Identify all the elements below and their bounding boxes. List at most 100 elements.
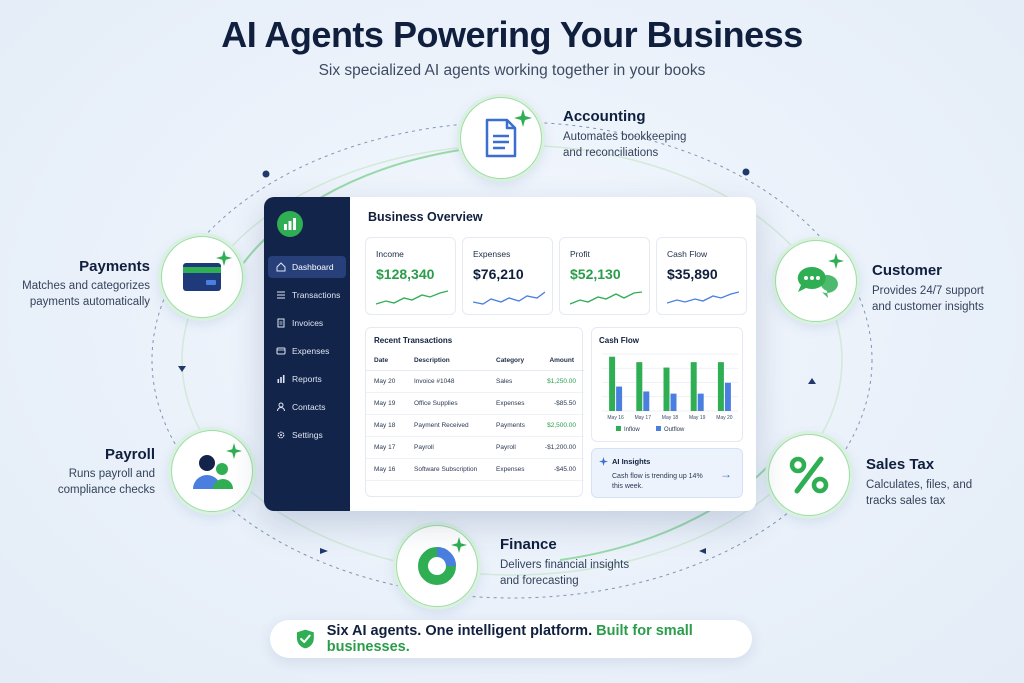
sidebar-item-transactions[interactable]: Transactions bbox=[268, 284, 346, 306]
cash-flow-card: Cash Flow May 16 May 17 May 18 May 19 May 20… bbox=[591, 327, 743, 442]
ai-insights-card[interactable]: AI Insights Cash flow is trending up 14%… bbox=[591, 448, 743, 498]
transactions-title: Recent Transactions bbox=[374, 336, 453, 345]
column-header-category: Category bbox=[496, 357, 525, 364]
payroll-desc-line2: compliance checks bbox=[57, 484, 155, 496]
kpi-card-expenses[interactable]: Expenses $76,210 bbox=[462, 237, 553, 315]
column-header-amount: Amount bbox=[549, 357, 574, 364]
sales-tax-desc-line1: Calculates, files, and bbox=[866, 479, 973, 491]
finance-desc-line1: Delivers financial insights bbox=[500, 559, 630, 571]
legend-label: Outflow bbox=[664, 427, 685, 433]
bar-inflow-4 bbox=[717, 362, 724, 411]
cell-category: Expenses bbox=[496, 466, 525, 473]
x-tick-label: May 17 bbox=[635, 415, 652, 421]
home-icon bbox=[276, 262, 286, 272]
cell-category: Payments bbox=[496, 422, 525, 429]
cell-category: Expenses bbox=[496, 400, 525, 407]
kpi-card-income[interactable]: Income $128,340 bbox=[365, 237, 456, 315]
bar-chart-logo-icon bbox=[284, 218, 296, 230]
payments-desc-line2: payments automatically bbox=[29, 296, 150, 308]
sidebar-item-invoices[interactable]: Invoices bbox=[268, 312, 346, 334]
payments-agent-badge[interactable] bbox=[161, 236, 243, 318]
cell-description: Payment Received bbox=[414, 422, 469, 429]
payroll-title: Payroll bbox=[104, 446, 155, 463]
sidebar-item-dashboard[interactable]: Dashboard bbox=[268, 256, 346, 278]
cell-description: Software Subscription bbox=[414, 466, 478, 473]
kpi-label: Income bbox=[376, 249, 404, 259]
customer-desc-line1: Provides 24/7 support bbox=[872, 285, 984, 297]
sparkle-icon bbox=[828, 253, 844, 269]
ai-insights-text: Cash flow is trending up 14% this week. bbox=[612, 473, 703, 490]
credit-card-icon bbox=[183, 263, 221, 291]
sparkle-icon bbox=[451, 537, 467, 553]
sidebar-item-settings[interactable]: Settings bbox=[268, 424, 346, 446]
sales-tax-agent-badge[interactable] bbox=[768, 434, 850, 516]
cell-date: May 19 bbox=[374, 400, 396, 407]
finance-agent-badge[interactable] bbox=[396, 525, 478, 607]
sidebar-item-label: Settings bbox=[292, 430, 323, 440]
cell-description: Invoice #1048 bbox=[414, 378, 455, 385]
sidebar-item-reports[interactable]: Reports bbox=[268, 368, 346, 390]
sparkline-icon bbox=[570, 291, 642, 305]
cell-date: May 18 bbox=[374, 422, 396, 429]
wallet-icon bbox=[276, 346, 286, 356]
sidebar-item-label: Dashboard bbox=[292, 262, 334, 272]
shield-check-icon bbox=[296, 629, 314, 649]
kpi-label: Profit bbox=[570, 249, 590, 259]
percent-icon bbox=[789, 456, 829, 494]
sidebar-item-contacts[interactable]: Contacts bbox=[268, 396, 346, 418]
sparkle-icon bbox=[514, 109, 532, 127]
x-tick-label: May 19 bbox=[689, 415, 706, 421]
arrow-right-icon[interactable]: → bbox=[720, 467, 732, 481]
x-tick-label: May 20 bbox=[716, 415, 733, 421]
footer-highlight-text: Built for small businesses. bbox=[326, 623, 693, 655]
cell-amount: -$1,200.00 bbox=[544, 444, 576, 451]
sidebar-item-label: Invoices bbox=[292, 318, 324, 328]
sidebar-item-label: Contacts bbox=[292, 402, 326, 412]
kpi-card-cash-flow[interactable]: Cash Flow $35,890 bbox=[656, 237, 747, 315]
kpi-label: Cash Flow bbox=[667, 249, 708, 259]
sales-tax-title: Sales Tax bbox=[866, 456, 935, 473]
customer-agent-badge[interactable] bbox=[775, 240, 857, 322]
payroll-agent-badge[interactable] bbox=[171, 430, 253, 512]
sparkle-icon bbox=[216, 250, 232, 266]
kpi-card-profit[interactable]: Profit $52,130 bbox=[559, 237, 650, 315]
accounting-agent-badge[interactable] bbox=[460, 97, 542, 179]
cash-flow-title: Cash Flow bbox=[599, 336, 640, 345]
footer-banner: Six AI agents. One intelligent platform.… bbox=[270, 620, 752, 658]
bar-inflow-3 bbox=[690, 362, 697, 411]
document-icon bbox=[485, 118, 517, 158]
invoice-icon bbox=[276, 318, 286, 328]
bar-outflow-3 bbox=[697, 393, 704, 411]
divider bbox=[366, 370, 584, 371]
column-header-date: Date bbox=[374, 357, 389, 364]
accounting-desc-line2: and reconciliations bbox=[563, 147, 659, 159]
sparkline-icon bbox=[473, 291, 545, 305]
cell-category: Sales bbox=[496, 378, 513, 385]
footer-main-text: Six AI agents. One intelligent platform. bbox=[326, 623, 593, 639]
cell-description: Payroll bbox=[414, 444, 434, 451]
cell-description: Office Supplies bbox=[414, 400, 458, 407]
legend-swatch bbox=[616, 426, 621, 431]
x-tick-label: May 16 bbox=[607, 415, 624, 421]
payments-title: Payments bbox=[79, 258, 150, 275]
x-tick-label: May 18 bbox=[662, 415, 679, 421]
sales-tax-desc-line2: tracks sales tax bbox=[866, 495, 946, 507]
bar-inflow-1 bbox=[636, 362, 643, 411]
app-logo[interactable] bbox=[277, 211, 303, 237]
sidebar-item-label: Expenses bbox=[292, 346, 330, 356]
kpi-label: Expenses bbox=[473, 249, 511, 259]
legend-label: Inflow bbox=[624, 427, 640, 433]
sidebar-item-expenses[interactable]: Expenses bbox=[268, 340, 346, 362]
accounting-title: Accounting bbox=[563, 108, 646, 125]
kpi-value: $76,210 bbox=[473, 266, 524, 282]
column-header-description: Description bbox=[414, 357, 450, 364]
cell-amount: $1,250.00 bbox=[547, 378, 576, 385]
kpi-value: $35,890 bbox=[667, 266, 718, 282]
